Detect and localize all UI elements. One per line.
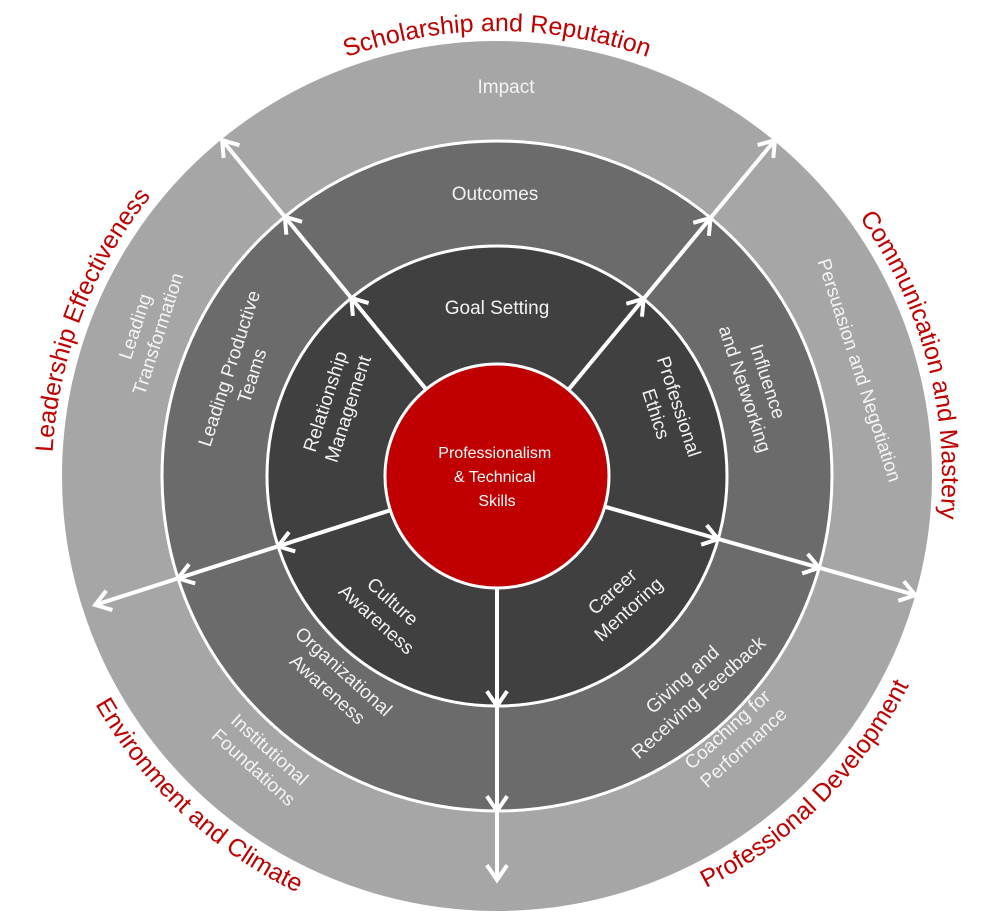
arrowhead-icon: [349, 295, 370, 317]
arrow-shaft: [566, 138, 777, 391]
arrowhead-icon: [692, 215, 713, 236]
arrowhead-icon: [700, 523, 722, 547]
arrow-shaft: [94, 508, 391, 607]
arrowhead-icon: [757, 137, 778, 159]
arrowhead-icon: [485, 795, 509, 815]
arrowhead-icon: [625, 296, 646, 317]
arrow-4: [91, 508, 391, 612]
middle-ring-label-0: Outcomes: [452, 184, 539, 205]
arrow-3: [485, 588, 509, 884]
inner-ring-label-0: Goal Setting: [445, 298, 550, 319]
arrowhead-icon: [801, 552, 823, 576]
arrowhead-icon: [274, 530, 296, 554]
arrow-shaft: [604, 504, 916, 598]
outer-ring-label-0: Impact: [477, 77, 535, 98]
core-circle: [383, 362, 611, 590]
arrowhead-icon: [219, 137, 240, 159]
label-line: Goal Setting: [445, 298, 550, 319]
arrowhead-icon: [174, 562, 196, 586]
arrowhead-icon: [485, 864, 509, 884]
arrow-0: [219, 137, 428, 391]
arrowhead-icon: [282, 214, 303, 235]
label-line: Impact: [477, 77, 535, 98]
label-line: Outcomes: [452, 184, 539, 205]
arrows-group: [91, 137, 919, 884]
arrowhead-icon: [485, 690, 509, 710]
core-label: Professionalism & Technical Skills: [438, 445, 555, 510]
arrow-2: [604, 504, 919, 603]
arrowhead-icon: [91, 589, 114, 612]
arrow-1: [566, 137, 778, 391]
arrowhead-icon: [897, 579, 919, 603]
arrow-shaft: [220, 138, 428, 391]
